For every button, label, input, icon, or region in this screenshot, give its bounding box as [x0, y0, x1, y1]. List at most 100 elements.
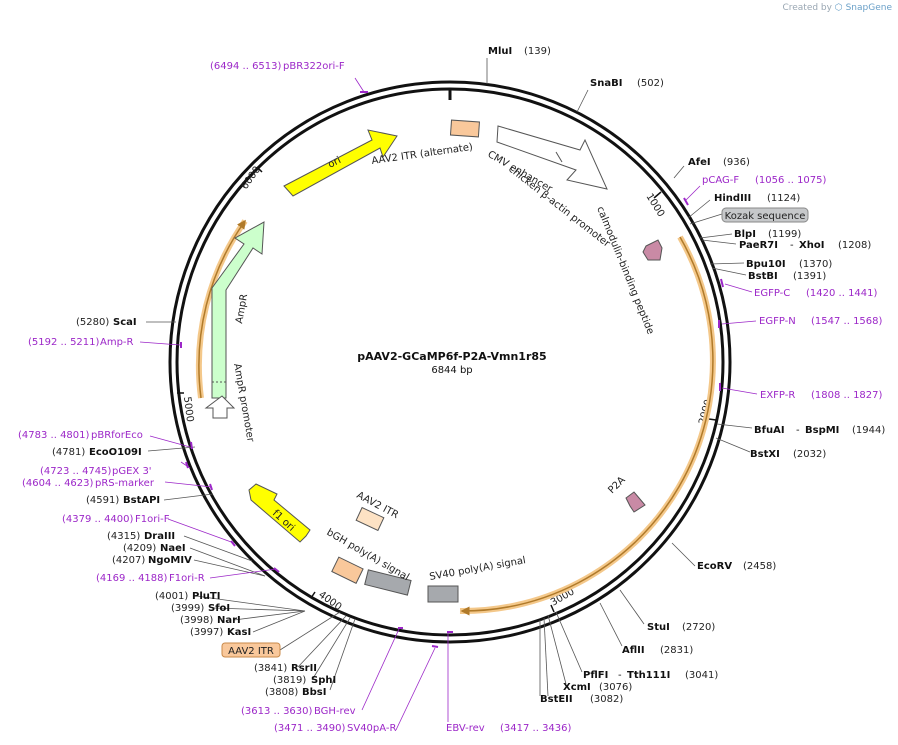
- primer-position: (3613 .. 3630): [241, 706, 313, 717]
- feature-divider: [555, 151, 563, 163]
- primer-position: (1808 .. 1827): [811, 390, 883, 401]
- snapgene-credit: Created by ⬡ SnapGene: [782, 3, 892, 13]
- p2a-feature-arrow: [625, 491, 646, 513]
- primer-amp-r: Amp-R: [100, 337, 134, 348]
- ampr-promoter-feature: [204, 395, 236, 419]
- tick-mark: [256, 166, 263, 173]
- site-name-rsrii: RsrII: [291, 663, 317, 674]
- site-name-xcmi: XcmI: [563, 682, 591, 693]
- site-position: (3819): [273, 675, 306, 686]
- site-position: (2831): [660, 645, 693, 656]
- orf-direction-arrow-left: [198, 219, 246, 399]
- primer-position: (6494 .. 6513): [210, 61, 282, 72]
- site-name-bpu10i: Bpu10I: [746, 259, 786, 270]
- sv40-polya-box: [427, 585, 459, 603]
- f1-ori-feature: [248, 483, 311, 543]
- site-position: (1199): [768, 229, 801, 240]
- primer-pbr322ori-f: pBR322ori-F: [283, 61, 345, 72]
- site-name-sfoi: SfoI: [208, 603, 230, 614]
- tick-5000: 5000: [181, 396, 195, 423]
- site-name-bstbi: BstBI: [748, 271, 778, 282]
- site-position: (2720): [682, 622, 715, 633]
- ampr-feature: [211, 221, 265, 399]
- aav2-itr-bottom-tag: [221, 642, 281, 658]
- primer-pbrforeco: pBRforEco: [91, 430, 143, 441]
- site-position: (936): [723, 157, 750, 168]
- site-position: (4591): [86, 495, 119, 506]
- site-position: (1124): [767, 193, 800, 204]
- orf-direction-arrow: [460, 236, 714, 616]
- primer-position: (1420 .. 1441): [806, 288, 878, 299]
- primer-position: (4169 .. 4188): [96, 573, 168, 584]
- primer-position: (4379 .. 4400): [62, 514, 134, 525]
- site-position: (4001): [155, 591, 188, 602]
- site-position: (4207): [112, 555, 145, 566]
- bgh-polya-box: [364, 569, 412, 596]
- site-name-sphi: SphI: [311, 675, 336, 686]
- site-position: (3998): [180, 615, 213, 626]
- primer-position: (4783 .. 4801): [18, 430, 90, 441]
- site-position: (139): [524, 46, 551, 57]
- primer-pgex-3: pGEX 3': [112, 466, 152, 477]
- calmodulin-feature-arrow: [642, 239, 663, 261]
- tick-mark: [653, 191, 662, 199]
- site-name-paer7i: PaeR7I: [739, 240, 778, 251]
- primer-position: (5192 .. 5211): [28, 337, 100, 348]
- site-position: (4781): [52, 447, 85, 458]
- credit-prefix: Created by: [782, 3, 832, 13]
- calmodulin-binding-peptide-label: calmodulin-binding peptide: [594, 205, 656, 336]
- aav2-itr-inner-box: [355, 506, 385, 532]
- primer-sv40pa-r: SV40pA-R: [347, 723, 396, 734]
- site-name-ecoo109i: EcoO109I: [89, 447, 142, 458]
- site-name-bfuai: BfuAI: [754, 425, 785, 436]
- credit-brand: SnapGene: [845, 3, 892, 13]
- site-position: (2032): [793, 449, 826, 460]
- site-name-naei: NaeI: [160, 543, 186, 554]
- site-position: (2458): [743, 561, 776, 572]
- ori-label: ori: [326, 155, 343, 171]
- site-label-mlui: MluI: [488, 46, 512, 57]
- svg-text:-: -: [796, 425, 800, 436]
- sv40-polya-label: SV40 poly(A) signal: [429, 555, 527, 583]
- site-position: (1391): [793, 271, 826, 282]
- site-position: (4209): [123, 543, 156, 554]
- plasmid-name: pAAV2-GCaMP6f-P2A-Vmn1r85: [357, 350, 546, 363]
- site-name-xhoi: XhoI: [799, 240, 824, 251]
- tick-1000: 1000: [643, 192, 666, 219]
- primer-f1ori-f: F1ori-F: [135, 514, 170, 525]
- site-position: (1208): [838, 240, 871, 251]
- cmv-chicken-promoter-feature: [496, 125, 608, 190]
- site-position: (3841): [254, 663, 287, 674]
- site-name-bstapi: BstAPI: [123, 495, 160, 506]
- svg-text:-: -: [790, 240, 794, 251]
- site-position: (1370): [799, 259, 832, 270]
- site-position: (502): [637, 78, 664, 89]
- orf-highlight-right: [459, 235, 716, 615]
- ori-feature: [283, 129, 398, 197]
- aav2-itr-bottom-box: [331, 556, 364, 584]
- site-name-bstxi: BstXI: [750, 449, 780, 460]
- site-name-pflfi: PflFI: [583, 670, 608, 681]
- primer-position: (3417 .. 3436): [500, 723, 572, 734]
- primer-position: (3471 .. 3490): [274, 723, 346, 734]
- primer-position: (1056 .. 1075): [755, 175, 827, 186]
- tick-mark: [310, 591, 316, 599]
- plasmid-size: 6844 bp: [431, 365, 472, 376]
- site-name: MluI: [488, 46, 512, 57]
- site-position: (3076): [599, 682, 632, 693]
- kozak-sequence-label: Kozak sequence: [725, 211, 806, 222]
- p2a-label: P2A: [606, 475, 627, 496]
- primer-ebv-rev: EBV-rev: [446, 723, 485, 734]
- site-name-blpi: BlpI: [734, 229, 756, 240]
- site-position: (5280): [76, 317, 109, 328]
- site-position: (4315): [107, 531, 140, 542]
- site-position: (3997): [190, 627, 223, 638]
- primer-f1ori-r: F1ori-R: [169, 573, 205, 584]
- kozak-sequence-box: [721, 207, 809, 223]
- site-name-stui: StuI: [647, 622, 670, 633]
- site-name-nari: NarI: [217, 615, 241, 626]
- ampr-label: AmpR: [234, 293, 250, 324]
- site-name-afei: AfeI: [688, 157, 711, 168]
- site-name-hindiii: HindIII: [714, 193, 751, 204]
